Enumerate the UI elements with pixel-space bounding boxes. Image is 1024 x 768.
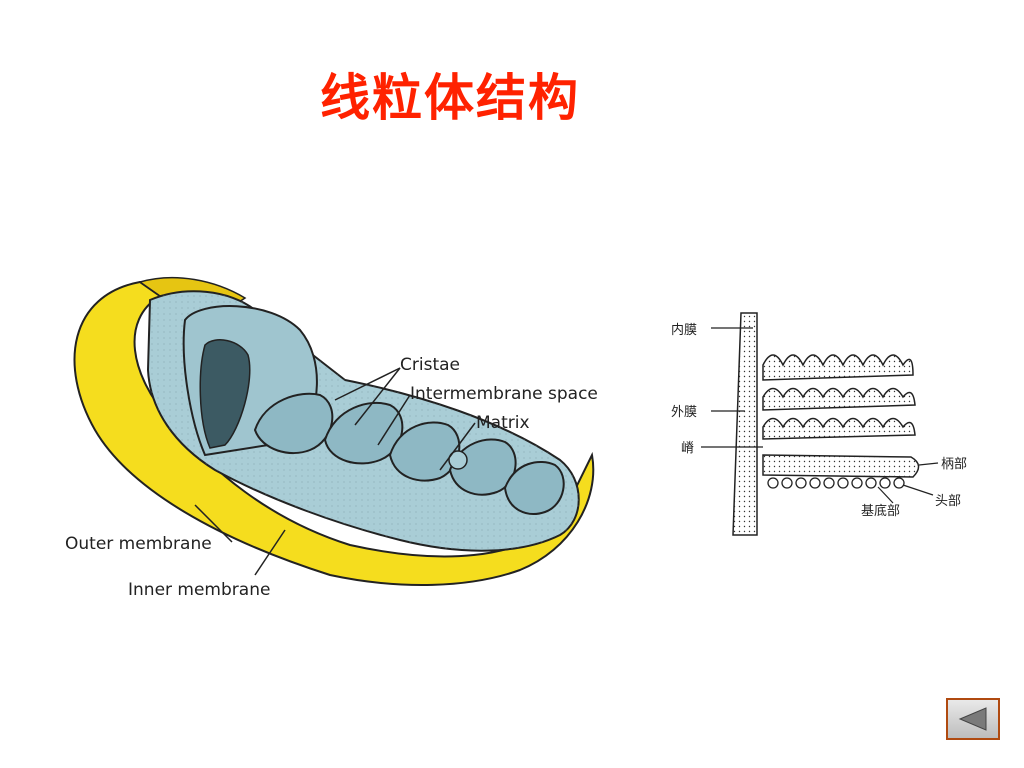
label-matrix: Matrix xyxy=(476,413,530,433)
label-outer-membrane-zh: 外膜 xyxy=(671,405,697,420)
crista-tubes xyxy=(762,354,920,478)
page-title: 线粒体结构 xyxy=(320,69,580,127)
label-inner-membrane: Inner membrane xyxy=(128,580,270,600)
cristae-folds xyxy=(253,392,565,515)
previous-slide-button[interactable] xyxy=(946,698,1000,740)
particle-row xyxy=(767,477,905,489)
label-crista-zh: 嵴 xyxy=(681,441,694,456)
label-cristae: Cristae xyxy=(400,355,460,375)
matrix-granule xyxy=(448,450,468,470)
cut-section-hole xyxy=(199,339,251,449)
label-stalk-zh: 柄部 xyxy=(941,457,967,472)
label-inner-membrane-zh: 内膜 xyxy=(671,322,697,338)
label-base-zh: 基底部 xyxy=(861,503,900,519)
label-intermembrane-space: Intermembrane space xyxy=(410,384,598,404)
label-leader-lines xyxy=(194,367,476,576)
membrane-band xyxy=(732,312,758,536)
triangle-left-icon xyxy=(958,707,987,731)
label-head-zh: 头部 xyxy=(935,494,961,509)
right-leader-lines xyxy=(701,327,939,504)
label-outer-membrane: Outer membrane xyxy=(65,534,212,554)
crista-cross-section: 内膜 外膜 嵴 柄部 头部 基底部 xyxy=(663,305,988,545)
